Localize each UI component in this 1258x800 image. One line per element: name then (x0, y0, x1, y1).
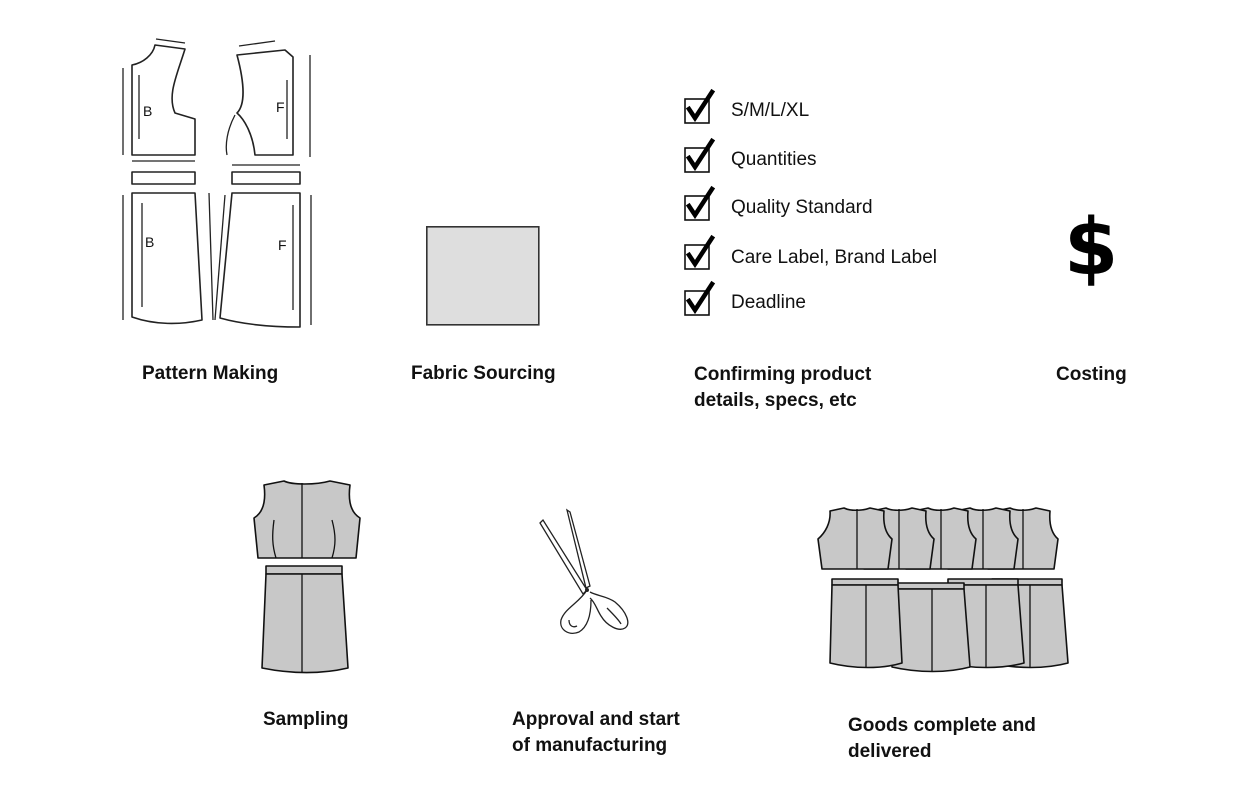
fabric-swatch-icon (426, 226, 540, 326)
checklist-item: Quality Standard (731, 197, 873, 218)
dollar-icon: $ (1064, 203, 1119, 293)
garment-stack-icon (817, 507, 1069, 673)
step-label-costing: Costing (1056, 364, 1127, 385)
step-label-fabric-sourcing: Fabric Sourcing (411, 363, 556, 384)
checklist-item: S/M/L/XL (731, 100, 810, 121)
step-label-sampling: Sampling (263, 709, 349, 730)
pattern-pieces-icon: B F B F (122, 38, 312, 328)
checklist-item: Quantities (731, 149, 817, 170)
back-letter: B (145, 234, 154, 250)
step-label-approval-line1: Approval and start (512, 709, 680, 730)
checkbox-check-icon (684, 280, 716, 316)
checkbox-check-icon (684, 137, 716, 173)
step-label-approval-line2: of manufacturing (512, 735, 668, 756)
step-label-goods-line1: Goods complete and (848, 715, 1036, 736)
garment-icon (253, 480, 361, 674)
checkbox-check-icon (684, 185, 716, 221)
front-letter: F (278, 237, 287, 253)
checklist-item: Deadline (731, 292, 806, 313)
front-letter: F (276, 99, 285, 115)
checkbox-check-icon (684, 234, 716, 270)
checklist-item: Care Label, Brand Label (731, 247, 937, 268)
step-label-goods-line2: delivered (848, 741, 932, 762)
step-label-pattern-making: Pattern Making (142, 363, 279, 384)
back-letter: B (143, 103, 152, 119)
step-label-confirming-line2: details, specs, etc (694, 390, 857, 411)
checkbox-check-icon (684, 88, 716, 124)
step-label-confirming-line1: Confirming product (694, 364, 872, 385)
scissors-icon (539, 508, 629, 634)
